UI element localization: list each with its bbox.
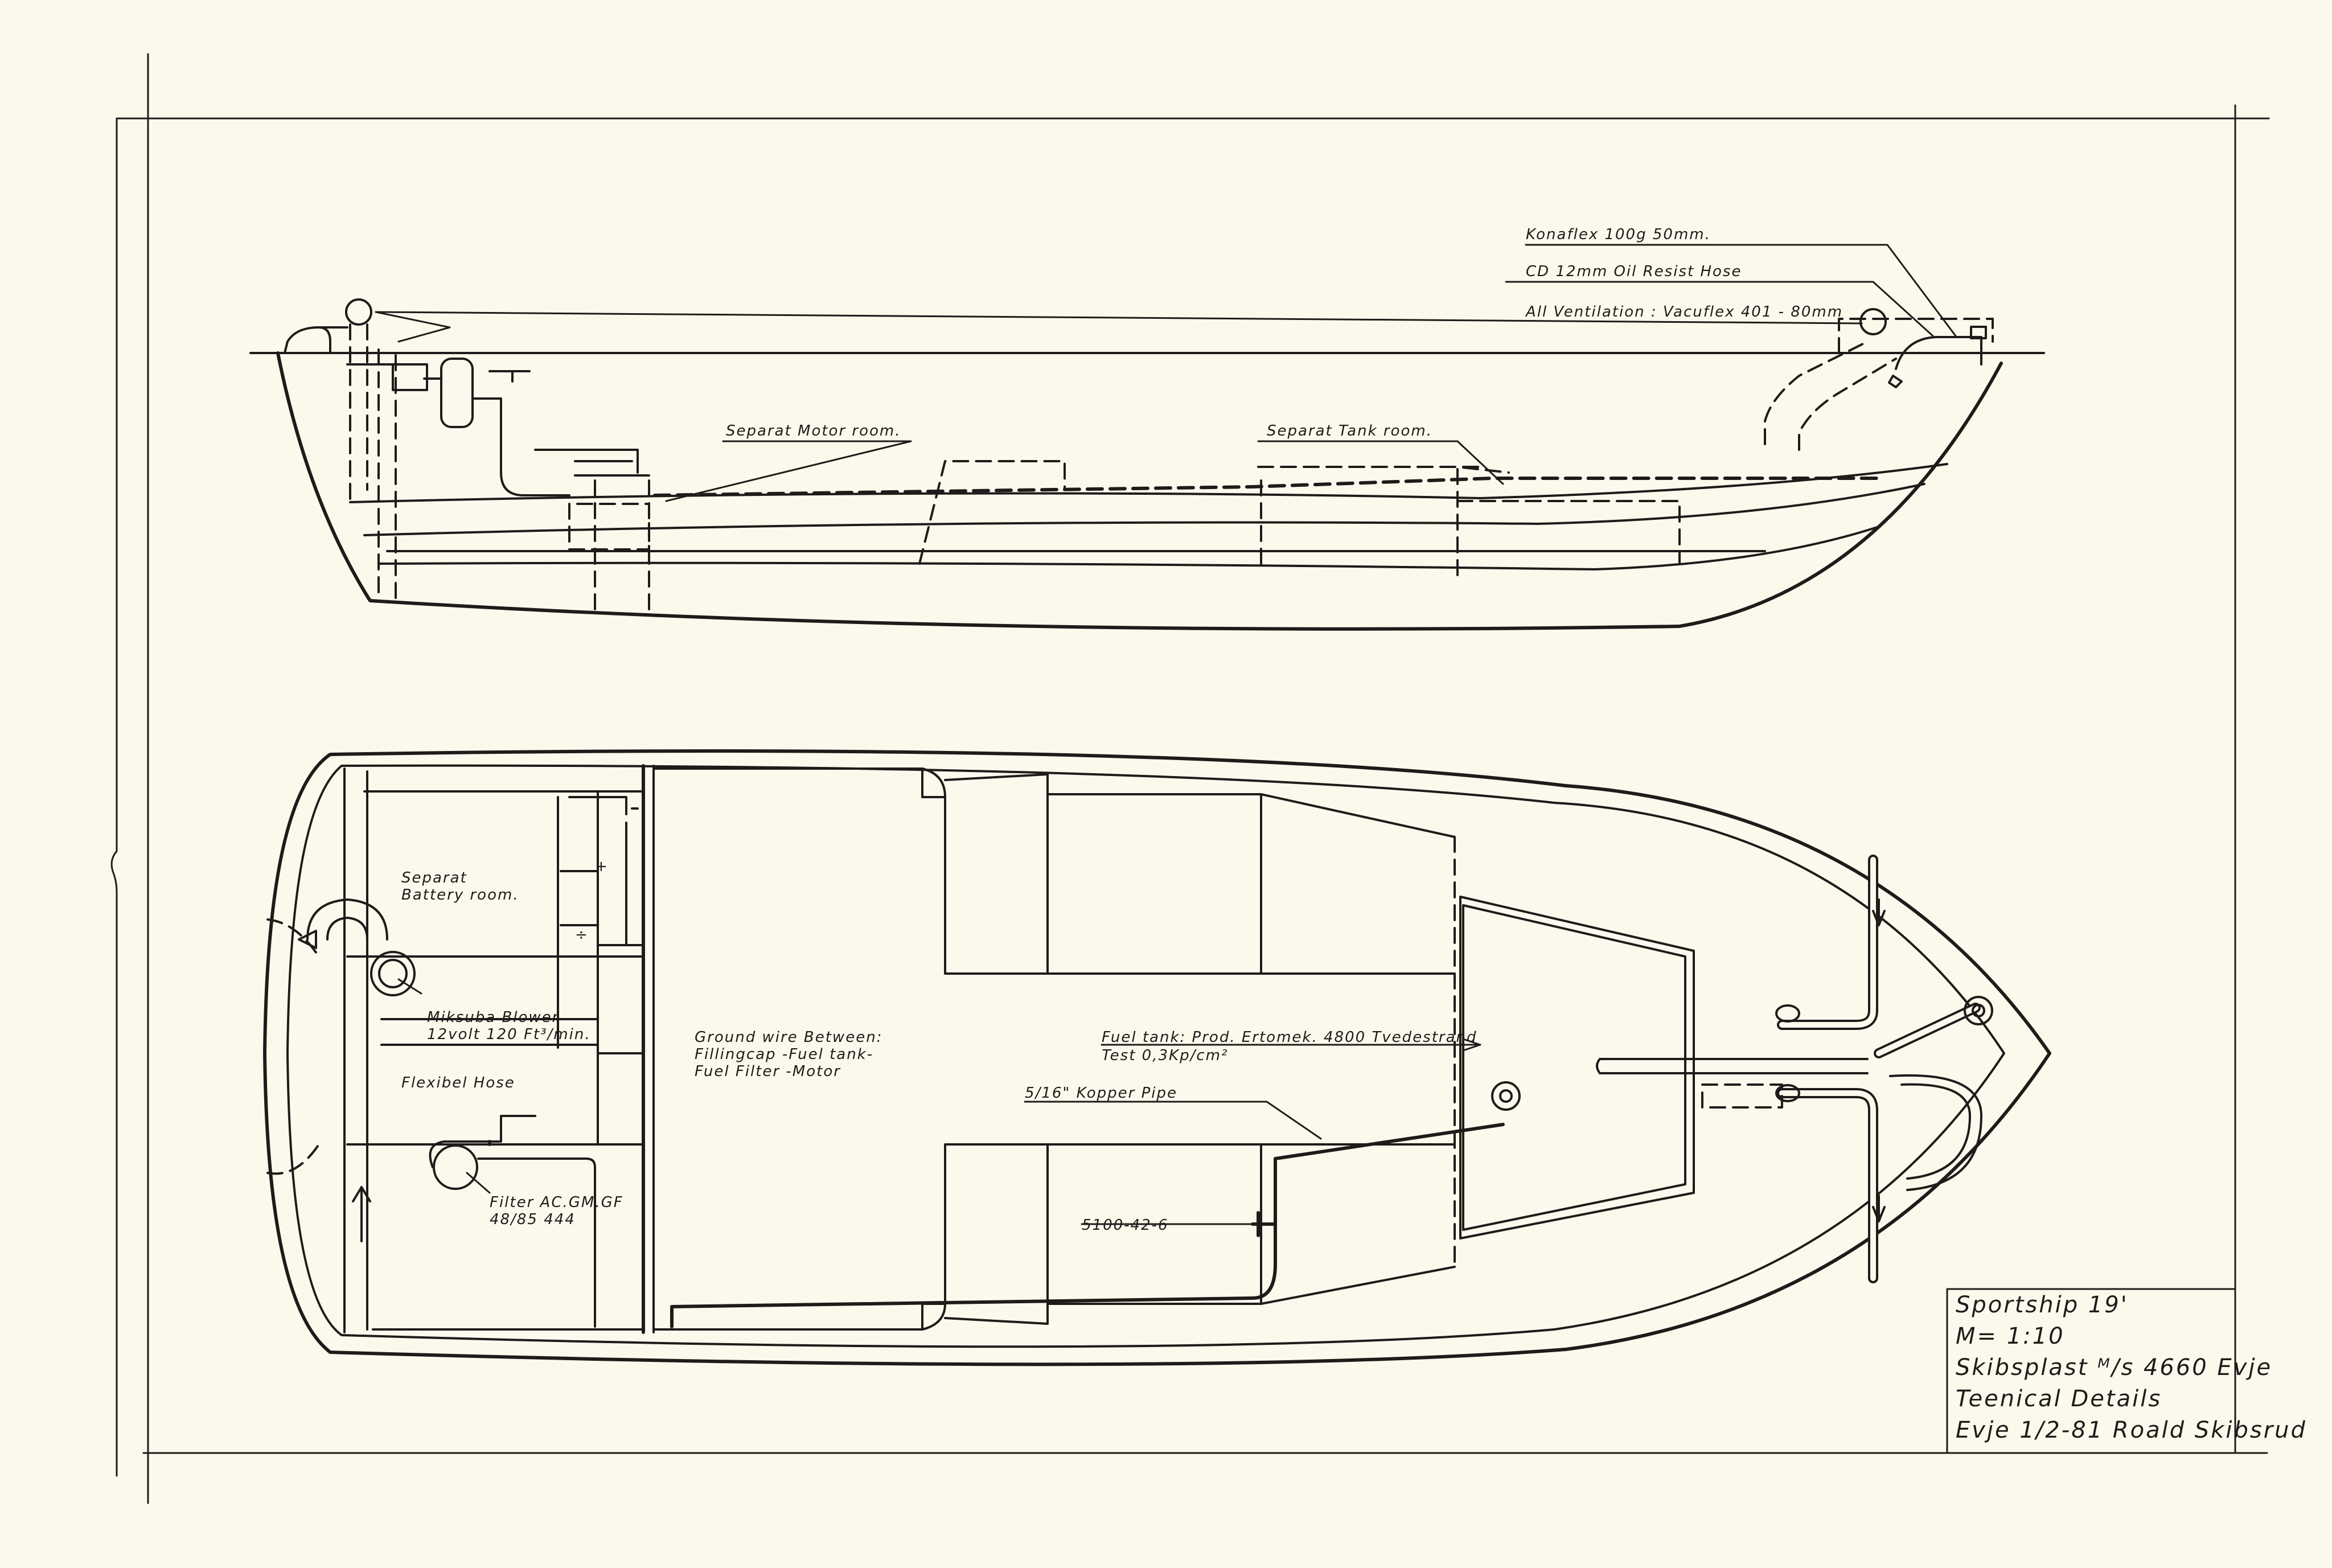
- battery-wiring: [380, 796, 639, 1049]
- bow-piping: [1596, 855, 1993, 1283]
- title-block-company: Skibsplast ᴹ/s 4660 Evje: [1956, 1354, 2272, 1381]
- label-battery-room-1: Separat: [401, 869, 467, 886]
- label-konaflex: Konaflex 100g 50mm.: [1526, 226, 1711, 243]
- copper-pipe: [670, 1123, 1505, 1328]
- label-filter-1: Filter AC.GM.GF: [490, 1194, 623, 1211]
- side-view: Konaflex 100g 50mm. CD 12mm Oil Resist H…: [249, 226, 2045, 631]
- label-minus: ÷: [575, 926, 589, 943]
- aft-vent-pipes: [284, 298, 394, 502]
- label-tank-room: Separat Tank room.: [1267, 422, 1432, 440]
- title-block-scale: M= 1:10: [1956, 1323, 2065, 1349]
- drawing-frame: [110, 53, 2270, 1504]
- fuel-tank: [1459, 896, 1695, 1239]
- hull-plan-outline: [263, 749, 2051, 1366]
- title-block: Sportship 19' M= 1:10 Skibsplast ᴹ/s 466…: [1946, 1288, 2307, 1454]
- label-cd-hose: CD 12mm Oil Resist Hose: [1526, 263, 1742, 280]
- hull-profile: [276, 351, 2003, 631]
- label-motor-room: Separat Motor room.: [726, 422, 901, 440]
- label-battery-room-2: Battery room.: [401, 886, 519, 904]
- bow-vent: [1859, 308, 1987, 388]
- title-block-name: Sportship 19': [1956, 1292, 2129, 1318]
- label-ground-2: Fillingcap -Fuel tank-: [695, 1046, 873, 1063]
- fuel-filter: [429, 1115, 596, 1328]
- motor-room-equipment: [392, 358, 650, 496]
- title-block-subject: Teenical Details: [1956, 1386, 2162, 1412]
- label-fuel-tank-1: Fuel tank: Prod. Ertomek. 4800 Tvedestra…: [1102, 1029, 1477, 1046]
- label-ground-3: Fuel Filter -Motor: [695, 1063, 841, 1080]
- aft-elbow-vent: [298, 898, 388, 949]
- label-ground-1: Ground wire Between:: [695, 1029, 882, 1046]
- label-part-number: 5100-42-6: [1082, 1217, 1169, 1234]
- label-kopper-pipe: 5/16" Kopper Pipe: [1025, 1085, 1177, 1102]
- label-blower-2: 12volt 120 Ft³/min.: [427, 1026, 591, 1043]
- label-fuel-tank-2: Test 0,3Kp/cm²: [1102, 1047, 1228, 1064]
- label-filter-2: 48/85 444: [490, 1211, 576, 1228]
- plan-view-leaders: [397, 978, 1481, 1225]
- side-view-leaders: [375, 244, 1957, 502]
- label-flexibel-hose: Flexibel Hose: [401, 1074, 515, 1091]
- blower: [370, 951, 416, 996]
- title-block-date-signature: Evje 1/2-81 Roald Skibsrud: [1956, 1417, 2307, 1443]
- label-blower-1: Miksuba Blower: [427, 1009, 560, 1026]
- label-plus: +: [595, 858, 609, 875]
- label-ventilation: All Ventilation : Vacuflex 401 - 80mm: [1525, 303, 1843, 321]
- plan-view: Separat Battery room. + ÷ Miksuba Blower…: [263, 749, 2051, 1366]
